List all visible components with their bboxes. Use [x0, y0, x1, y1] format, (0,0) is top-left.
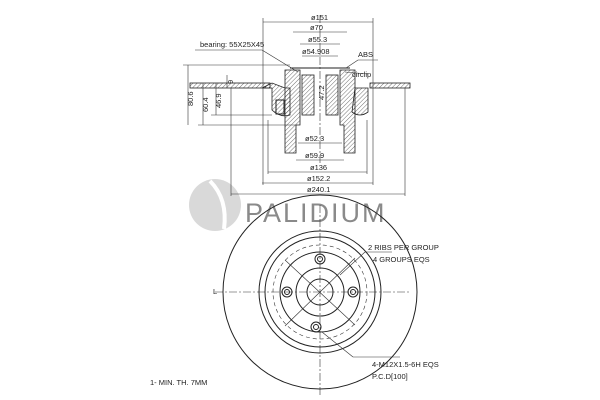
dim-d151: ø151 [311, 13, 328, 22]
dim-h80-6: 80.6 [186, 91, 195, 106]
dim-h60-4: 60.4 [201, 97, 210, 112]
front-view: 2 RIBS PER GROUP 4 GROUPS EQS 4-M12X1.5-… [150, 194, 439, 395]
thread-note: 4-M12X1.5-6H EQS [372, 360, 439, 369]
dim-d136: ø136 [310, 163, 327, 172]
logo-globe-icon [189, 179, 241, 231]
dim-h9: 9 [226, 80, 235, 84]
min-thickness-note: 1- MIN. TH. 7MM [150, 378, 207, 387]
ribs-note: 2 RIBS PER GROUP [368, 243, 439, 252]
abs-label: ABS [358, 50, 373, 59]
dim-d152-2: ø152.2 [307, 174, 330, 183]
section-view: ø151 ø70 ø55.3 ø54.908 ø52.3 ø59.9 ø136 … [183, 13, 411, 196]
pcd-note: P.C.D[100] [372, 372, 408, 381]
center-bore [306, 278, 334, 306]
groups-note: 4 GROUPS EQS [373, 255, 430, 264]
bearing-label: bearing: 55X25X45 [200, 40, 264, 49]
disc-outer-edge [222, 194, 418, 390]
brand-logo-text: PALIDIUM [245, 198, 387, 228]
dim-d55-3: ø55.3 [308, 35, 327, 44]
palidium-watermark: PALIDIUM [189, 179, 387, 231]
dim-h47-2: 47.2 [317, 85, 326, 100]
dim-d70: ø70 [310, 23, 323, 32]
bolt-holes [281, 253, 359, 333]
circlip-label: circlip [352, 70, 371, 79]
dim-d240-1: ø240.1 [307, 185, 330, 194]
dim-d52-3: ø52.3 [305, 134, 324, 143]
dim-h46-9: 46.9 [214, 93, 223, 108]
side-marker-l: L [213, 287, 217, 296]
dim-d59-9: ø59.9 [305, 151, 324, 160]
dim-d54-908: ø54.908 [302, 47, 330, 56]
